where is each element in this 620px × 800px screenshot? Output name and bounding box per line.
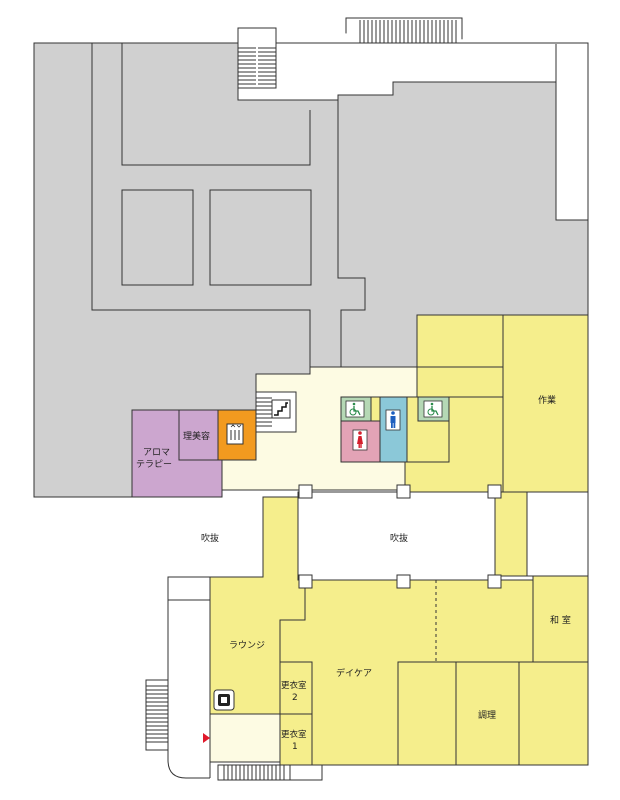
top-left-stairs	[237, 27, 277, 89]
label-kouishitsu1-line2: 1	[292, 742, 298, 752]
top-right-stairs	[359, 20, 457, 43]
corridor-lower-left	[209, 713, 281, 763]
label-sagyo: 作業	[538, 394, 556, 406]
room-kouishitsu-1	[279, 713, 313, 766]
male-icon	[385, 409, 401, 431]
room-washitsu	[532, 575, 589, 663]
columns	[298, 484, 502, 589]
label-fukinuke-center: 吹抜	[390, 532, 408, 544]
label-kouishitsu2-line1: 更衣室	[281, 680, 307, 691]
outer-wall-lower-left	[167, 576, 211, 779]
label-ribiyo: 理美容	[183, 430, 210, 442]
phone-icon	[213, 689, 235, 711]
elevator-icon	[226, 423, 244, 445]
label-daycare: デイケア	[336, 667, 372, 679]
arrow-right-icon	[203, 733, 210, 743]
label-lounge: ラウンジ	[229, 640, 265, 651]
sagyo-inner-lines	[416, 315, 504, 492]
label-aroma-line2: テラピー	[136, 459, 172, 470]
void-right	[526, 491, 589, 577]
corridor-east	[494, 491, 528, 577]
bottom-stairs	[217, 764, 291, 781]
label-washitsu: 和 室	[550, 614, 571, 626]
female-icon	[352, 429, 368, 451]
label-kouishitsu2-line2: 2	[292, 693, 298, 703]
room-kouishitsu-2	[279, 661, 313, 715]
room-ribiyo	[178, 409, 219, 461]
wheelchair-icon	[423, 400, 443, 418]
label-aroma-line1: アロマ	[143, 448, 170, 458]
lower-left-stairs	[145, 679, 169, 751]
outer-wall-bottom	[290, 764, 588, 781]
stairs-icon	[271, 399, 291, 419]
label-fukinuke-left: 吹抜	[201, 532, 219, 544]
label-chouri: 調理	[478, 709, 496, 721]
wheelchair-icon	[345, 400, 365, 418]
grey-area-inner-lines	[91, 43, 366, 367]
label-kouishitsu1-line1: 更衣室	[281, 729, 307, 740]
room-sagyo	[404, 314, 589, 493]
